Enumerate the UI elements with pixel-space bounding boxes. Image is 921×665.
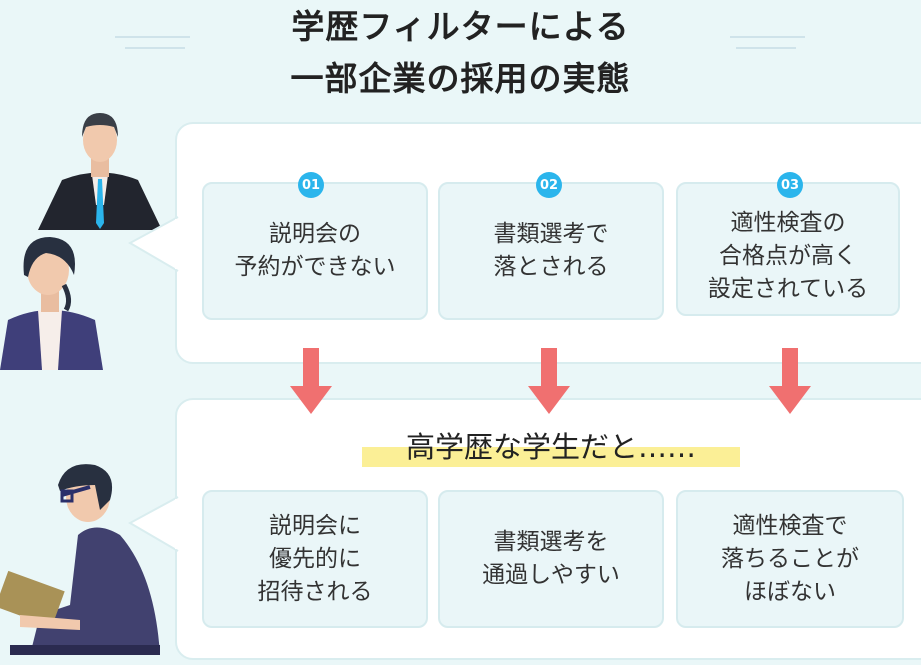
heading-highlight: [362, 447, 740, 467]
number-badge: 01: [298, 172, 324, 198]
student-reading-illustration: [0, 464, 160, 655]
decorative-line: [730, 36, 805, 38]
decorative-line: [125, 47, 185, 49]
problem-card-1: 説明会の 予約ができない: [202, 182, 428, 320]
title-line-2: 一部企業の採用の実態: [290, 59, 631, 98]
down-arrow-icon: [290, 348, 332, 414]
male-recruiter-icon: [38, 113, 162, 230]
decorative-line: [115, 36, 190, 38]
problem-card-3: 適性検査の 合格点が高く 設定されている: [676, 182, 900, 316]
number-badge: 03: [777, 172, 803, 198]
problem-card-2: 書類選考で 落とされる: [438, 182, 664, 320]
down-arrow-icon: [769, 348, 811, 414]
recruiters-illustration: [0, 113, 162, 370]
speech-tail: [128, 496, 180, 552]
result-card-3: 適性検査で 落ちることが ほぼない: [676, 490, 904, 628]
speech-tail: [128, 216, 180, 272]
results-heading: 高学歴な学生だと……: [405, 430, 696, 464]
female-recruiter-icon: [0, 237, 103, 370]
down-arrow-icon: [528, 348, 570, 414]
number-badge: 02: [536, 172, 562, 198]
decorative-line: [736, 47, 796, 49]
title-line-1: 学歴フィルターによる: [291, 7, 630, 46]
result-card-2: 書類選考を 通過しやすい: [438, 490, 664, 628]
result-card-1: 説明会に 優先的に 招待される: [202, 490, 428, 628]
